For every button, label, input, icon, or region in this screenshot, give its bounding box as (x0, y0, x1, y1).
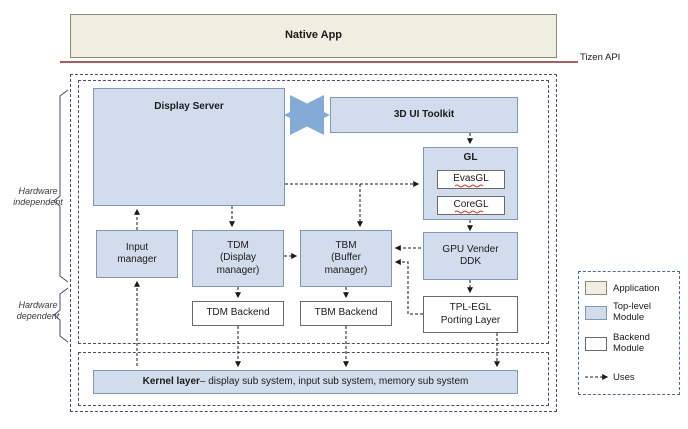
tdm-backend-box: TDM Backend (192, 301, 284, 326)
gpu-vendor-ddk-label: GPU Vender DDK (442, 243, 499, 268)
tdm-backend-label: TDM Backend (206, 307, 270, 319)
tbm-box: TBM (Buffer manager) (300, 230, 392, 287)
tdm-label: TDM (Display manager) (216, 239, 260, 276)
legend-label-uses: Uses (613, 372, 635, 383)
hardware-independent-region (78, 80, 549, 344)
tpl-egl-label: TPL-EGL Porting Layer (440, 302, 501, 326)
kernel-layer-sub-label: – display sub system, input sub system, … (199, 375, 469, 387)
input-manager-box: Input manager (96, 230, 178, 278)
kernel-layer-box: Kernel layer– display sub system, input … (93, 370, 518, 394)
legend-label-module: Top-level Module (613, 301, 652, 324)
evasgl-label: EvasGL (453, 173, 489, 185)
evasgl-box: EvasGL (437, 170, 505, 189)
input-manager-label: Input manager (117, 241, 157, 266)
legend-label-backend: Backend Module (613, 332, 650, 355)
ui-toolkit-label: 3D UI Toolkit (393, 108, 455, 120)
side-label-hardware-independent: Hardware independent (13, 186, 63, 208)
coregl-label: CoreGL (453, 199, 489, 211)
tbm-label: TBM (Buffer manager) (324, 239, 368, 276)
side-label-hardware-dependent: Hardware dependent (16, 300, 60, 322)
outer-dashed-region (70, 74, 557, 412)
legend-swatch-application (585, 281, 607, 295)
tdm-box: TDM (Display manager) (192, 230, 284, 287)
kernel-layer-label: Kernel layer (142, 375, 200, 387)
legend-swatch-backend (585, 337, 607, 351)
native-app-label: Native App (284, 29, 343, 42)
tbm-backend-box: TBM Backend (300, 301, 392, 326)
tbm-backend-label: TBM Backend (314, 307, 378, 319)
ui-toolkit-box: 3D UI Toolkit (330, 97, 518, 133)
coregl-box: CoreGL (437, 196, 505, 215)
native-app-box: Native App (70, 14, 557, 58)
display-server-label: Display Server (154, 101, 224, 112)
gpu-vendor-ddk-box: GPU Vender DDK (423, 232, 518, 280)
hardware-dependent-region (78, 352, 549, 406)
display-server-box: Display Server (93, 88, 285, 206)
legend-swatch-module (585, 306, 607, 320)
tizen-api-label: Tizen API (580, 52, 621, 63)
legend-label-application: Application (613, 283, 660, 294)
tpl-egl-box: TPL-EGL Porting Layer (423, 296, 518, 333)
gl-label: GL (463, 152, 478, 163)
